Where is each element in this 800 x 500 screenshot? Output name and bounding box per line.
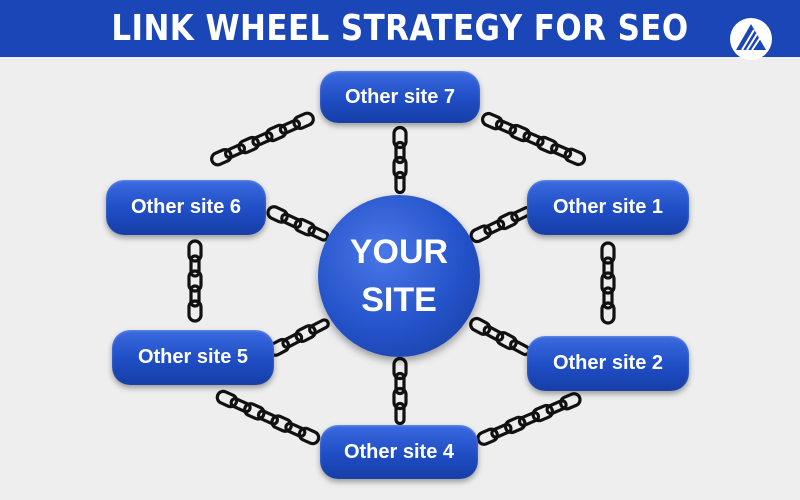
chain-link-icon (549, 142, 573, 159)
chain-link-icon (602, 286, 614, 310)
node-label: Other site 6 (130, 196, 242, 218)
chain-link-icon (494, 119, 518, 136)
chain-link-icon (394, 170, 406, 195)
chain-link-icon (392, 155, 408, 180)
chain-link-icon (293, 217, 317, 237)
chain-link-icon (600, 301, 616, 325)
chain (187, 239, 203, 323)
chain-link-icon (480, 111, 504, 131)
chain-link-icon (495, 331, 518, 351)
node-other-site-2: Other site 2 (527, 336, 689, 391)
node-label: Other site 7 (344, 85, 456, 108)
hub-your-site: YOUR SITE (318, 195, 480, 357)
chain-link-icon (522, 131, 545, 148)
chain-link-icon (292, 111, 315, 131)
node-label: Other site 4 (343, 440, 455, 463)
chain-link-icon (210, 147, 233, 167)
chain (267, 318, 330, 357)
chain-link-icon (602, 256, 614, 280)
logo-icon (730, 18, 772, 60)
chain (480, 111, 587, 167)
node-other-site-6: Other site 6 (106, 180, 266, 235)
chain-link-icon (270, 414, 293, 433)
chain-link-icon (517, 411, 541, 427)
chain (266, 205, 330, 242)
chain-link-icon (187, 269, 203, 293)
chain-link-icon (536, 135, 559, 155)
chain-link-icon (266, 205, 289, 224)
chain-link-icon (600, 271, 616, 295)
chain-link-icon (280, 212, 303, 229)
chain-link-icon (503, 415, 527, 435)
hub-label-line2: SITE (361, 281, 437, 319)
chain-link-icon (392, 356, 408, 381)
chain-link-icon (187, 239, 203, 263)
chain-link-icon (251, 130, 274, 148)
chain-link-icon (294, 324, 317, 344)
chain (210, 111, 315, 167)
hub-label-line1: YOUR (349, 233, 449, 271)
chain-link-icon (297, 426, 321, 446)
chain-link-icon (243, 402, 266, 421)
chain-link-icon (559, 392, 582, 411)
node-other-site-7: Other site 7 (320, 71, 480, 123)
chain-link-icon (278, 118, 301, 135)
chain-link-icon (284, 421, 307, 438)
chain-link-icon (469, 316, 492, 336)
chain-link-icon (482, 325, 505, 342)
chain-link-icon (392, 386, 408, 411)
chain-link-icon (490, 422, 513, 439)
chain-link-icon (545, 399, 568, 416)
chain-link-icon (215, 389, 239, 409)
chain-link-icon (189, 254, 201, 278)
node-label: Other site 5 (137, 346, 249, 368)
chain-link-icon (531, 403, 555, 423)
page-title: LINK WHEEL STRATEGY FOR SEO (111, 8, 689, 49)
chain-link-icon (600, 241, 616, 265)
chain-link-icon (483, 219, 506, 236)
chain (600, 241, 616, 325)
link-wheel-chains (187, 111, 616, 446)
node-label: Other site 2 (552, 352, 664, 374)
chain-link-icon (394, 371, 406, 396)
chain-link-icon (264, 123, 288, 143)
chain-link-icon (281, 332, 304, 349)
chain (215, 389, 321, 446)
chain-link-icon (392, 125, 408, 150)
chain-link-icon (476, 427, 499, 446)
chain-link-icon (394, 401, 406, 426)
node-label: Other site 1 (552, 196, 664, 218)
chain-link-icon (223, 143, 247, 160)
chain (392, 125, 408, 195)
chain-link-icon (496, 211, 519, 231)
node-other-site-5: Other site 5 (112, 330, 274, 385)
header-bar (0, 0, 800, 57)
chain-link-icon (229, 397, 252, 414)
chain (469, 316, 531, 357)
chain-link-icon (189, 284, 201, 308)
chain-link-icon (563, 147, 587, 167)
chain-link-icon (308, 318, 330, 336)
chain (476, 392, 582, 446)
chain-link-icon (469, 224, 492, 244)
node-other-site-4: Other site 4 (320, 425, 478, 479)
node-other-site-1: Other site 1 (527, 180, 689, 235)
chain-link-icon (256, 409, 280, 426)
chain (392, 356, 408, 426)
chain (469, 206, 533, 244)
chain-link-icon (394, 140, 406, 165)
chain-link-icon (187, 299, 203, 323)
chain-link-icon (237, 135, 261, 155)
chain-link-icon (508, 123, 532, 143)
